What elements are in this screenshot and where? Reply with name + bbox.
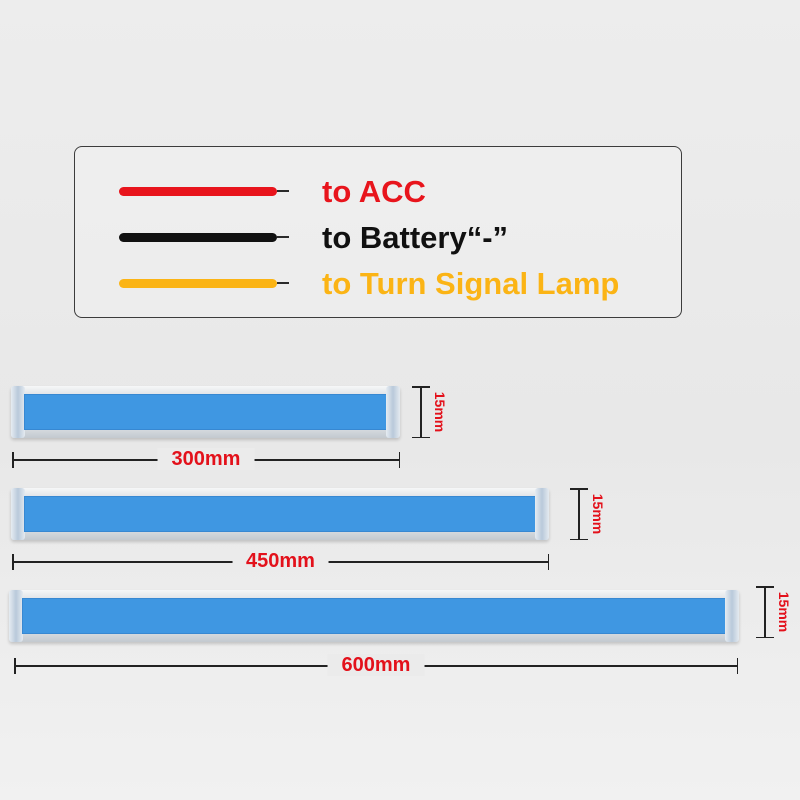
legend-row-turn-signal: to Turn Signal Lamp: [75, 261, 681, 301]
wiring-legend: to ACC to Battery“-” to Turn Signal Lamp: [74, 146, 682, 318]
end-cap: [535, 488, 549, 540]
yellow-wire-icon: [119, 279, 277, 288]
legend-row-battery: to Battery“-”: [75, 215, 681, 255]
width-dimension-450: 15mm: [570, 488, 606, 540]
length-dimension-600: 600mm: [14, 654, 738, 676]
led-strip-300: [11, 386, 400, 438]
length-dimension-450: 450mm: [12, 550, 549, 572]
black-wire-icon: [119, 233, 277, 242]
wire-tip: [277, 282, 289, 284]
legend-label-battery: to Battery“-”: [322, 220, 509, 255]
end-cap: [11, 488, 25, 540]
wire-tip: [277, 190, 289, 192]
light-face: [24, 496, 536, 532]
end-cap: [386, 386, 400, 438]
legend-label-turn-signal: to Turn Signal Lamp: [322, 266, 620, 301]
end-cap: [11, 386, 25, 438]
length-label-600: 600mm: [327, 654, 425, 676]
length-dimension-300: 300mm: [12, 448, 400, 470]
width-dimension-300: 15mm: [412, 386, 448, 438]
legend-row-acc: to ACC: [75, 169, 681, 209]
width-label-600: 15mm: [776, 591, 792, 633]
legend-label-acc: to ACC: [322, 174, 426, 209]
length-label-450: 450mm: [232, 550, 329, 572]
red-wire-icon: [119, 187, 277, 196]
led-strip-600: [9, 590, 739, 642]
length-label-300: 300mm: [157, 448, 255, 470]
end-cap: [9, 590, 23, 642]
light-face: [24, 394, 387, 430]
end-cap: [725, 590, 739, 642]
width-label-450: 15mm: [590, 493, 606, 535]
width-label-300: 15mm: [432, 391, 448, 433]
led-strip-450: [11, 488, 549, 540]
light-face: [22, 598, 726, 634]
width-dimension-600: 15mm: [756, 586, 792, 638]
wire-tip: [277, 236, 289, 238]
